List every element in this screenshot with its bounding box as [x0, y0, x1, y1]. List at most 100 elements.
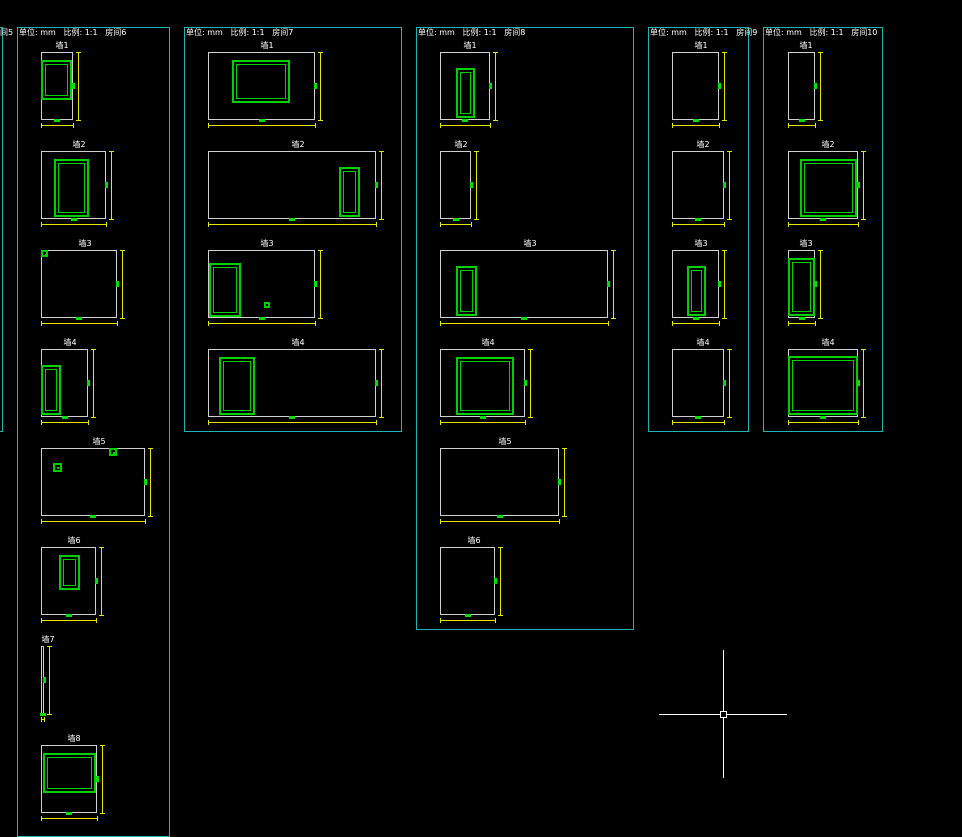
room-panel[interactable] — [763, 27, 883, 432]
dimension-tick — [318, 52, 323, 53]
dimension-tick — [493, 52, 498, 53]
opening[interactable] — [456, 68, 475, 118]
opening[interactable] — [456, 357, 514, 415]
opening[interactable] — [43, 753, 96, 793]
opening[interactable] — [219, 357, 255, 415]
room-panel[interactable] — [184, 27, 402, 432]
dimension-tick — [440, 222, 441, 227]
grip-marker — [814, 281, 817, 287]
grip-marker — [258, 317, 265, 320]
wall-elevation[interactable] — [41, 448, 145, 516]
wall-elevation[interactable] — [440, 448, 559, 516]
wall-label: 墙6 — [67, 536, 81, 545]
dimension-line-vertical — [381, 151, 382, 219]
dimension-line-horizontal — [208, 125, 315, 126]
grip-marker — [289, 416, 295, 419]
grip-marker — [464, 614, 471, 617]
grip-marker — [76, 317, 82, 320]
room-panel[interactable] — [648, 27, 749, 432]
grip-marker — [692, 317, 699, 320]
opening[interactable] — [54, 159, 89, 217]
dimension-tick — [109, 219, 114, 220]
dimension-tick — [41, 717, 42, 722]
dimension-line-horizontal — [672, 323, 719, 324]
opening[interactable] — [788, 356, 858, 415]
dimension-tick — [724, 222, 725, 227]
grip-marker — [72, 83, 75, 89]
grip-marker — [87, 380, 90, 386]
opening[interactable] — [53, 463, 62, 472]
opening[interactable] — [209, 263, 241, 317]
opening[interactable] — [264, 302, 270, 308]
dimension-tick — [727, 151, 732, 152]
grip-marker — [39, 713, 46, 716]
grip-marker — [820, 218, 826, 221]
wall-label: 墙2 — [454, 140, 468, 149]
dimension-line-horizontal — [208, 323, 315, 324]
room-panel[interactable] — [416, 27, 634, 630]
wall-elevation[interactable] — [41, 250, 117, 318]
dimension-tick — [858, 420, 859, 425]
opening[interactable] — [41, 60, 72, 100]
dimension-line-horizontal — [440, 422, 525, 423]
opening[interactable] — [687, 266, 706, 316]
dimension-tick — [318, 250, 323, 251]
grip-marker — [524, 380, 527, 386]
dimension-tick — [722, 318, 727, 319]
grip-marker — [723, 380, 726, 386]
opening[interactable] — [109, 448, 117, 456]
dimension-tick — [611, 318, 616, 319]
wall-label: 墙2 — [291, 140, 305, 149]
wall-elevation[interactable] — [672, 151, 724, 219]
dimension-line-vertical — [530, 349, 531, 417]
dimension-tick — [100, 813, 105, 814]
dimension-tick — [76, 52, 81, 53]
dimension-tick — [100, 745, 105, 746]
dimension-tick — [109, 151, 114, 152]
dimension-line-vertical — [863, 349, 864, 417]
dimension-tick — [727, 417, 732, 418]
dimension-tick — [818, 250, 823, 251]
dimension-line-vertical — [863, 151, 864, 219]
dimension-line-vertical — [724, 52, 725, 120]
grip-marker — [314, 281, 317, 287]
wall-elevation[interactable] — [672, 52, 719, 120]
opening[interactable] — [41, 365, 61, 415]
wall-elevation[interactable] — [788, 52, 815, 120]
opening[interactable] — [456, 266, 477, 316]
dimension-tick — [818, 318, 823, 319]
dimension-tick — [815, 321, 816, 326]
grip-marker — [857, 380, 860, 386]
dimension-line-vertical — [820, 250, 821, 318]
dimension-tick — [727, 219, 732, 220]
dimension-tick — [440, 618, 441, 623]
grip-marker — [65, 614, 72, 617]
dimension-tick — [525, 420, 526, 425]
grip-marker — [452, 218, 459, 221]
opening[interactable] — [788, 258, 815, 316]
dimension-tick — [498, 615, 503, 616]
grip-marker — [95, 578, 98, 584]
grip-marker — [470, 182, 473, 188]
grip-marker — [607, 281, 610, 287]
dimension-tick — [208, 321, 209, 326]
opening[interactable] — [41, 250, 48, 257]
opening[interactable] — [800, 159, 857, 217]
wall-elevation[interactable] — [672, 349, 724, 417]
grip-marker — [814, 83, 817, 89]
dimension-tick — [440, 321, 441, 326]
dimension-tick — [559, 519, 560, 524]
dimension-line-horizontal — [41, 224, 106, 225]
dimension-tick — [474, 151, 479, 152]
opening[interactable] — [339, 167, 360, 217]
dimension-tick — [474, 219, 479, 220]
dimension-tick — [672, 321, 673, 326]
opening[interactable] — [59, 555, 80, 590]
wall-elevation[interactable] — [440, 151, 471, 219]
grip-marker — [314, 83, 317, 89]
opening[interactable] — [232, 60, 290, 103]
dimension-tick — [379, 417, 384, 418]
wall-elevation[interactable] — [440, 547, 495, 615]
grip-marker — [695, 218, 701, 221]
room-header: 单位: mm 比例: 1:1 房间9 — [650, 28, 758, 37]
